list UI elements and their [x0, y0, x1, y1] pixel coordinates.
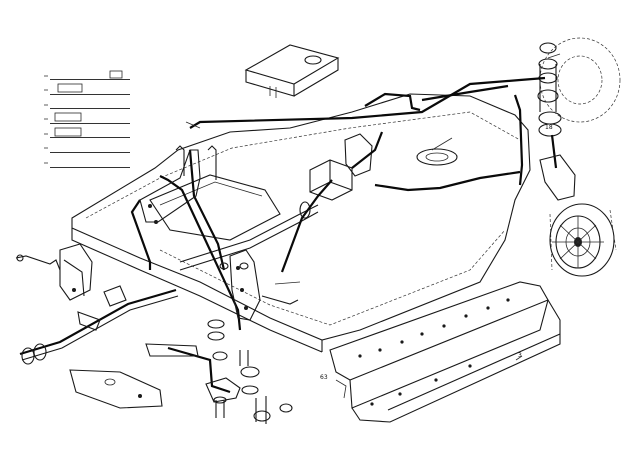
legend-row [44, 70, 130, 85]
rear-wheel-assembly [537, 37, 621, 277]
linkage-rods [130, 76, 546, 394]
callout-63: 63 [320, 374, 328, 381]
callout-3: 3 [518, 352, 522, 359]
skid-bolt-holes [358, 298, 510, 406]
legend-row [44, 143, 130, 158]
leader-lines [185, 53, 561, 361]
legend-markers [44, 70, 123, 164]
front-skid [329, 281, 561, 423]
hitch-and-pto [15, 243, 179, 409]
legend-row [44, 85, 130, 100]
legend-row [44, 99, 130, 114]
parts-legend [44, 70, 130, 172]
legend-row [44, 128, 130, 143]
lower-hardware [145, 262, 301, 424]
top-plate-detail [244, 44, 340, 98]
legend-row [44, 158, 130, 173]
legend-row [44, 114, 130, 129]
callout-18: 18 [545, 124, 553, 131]
left-brackets [139, 145, 261, 321]
